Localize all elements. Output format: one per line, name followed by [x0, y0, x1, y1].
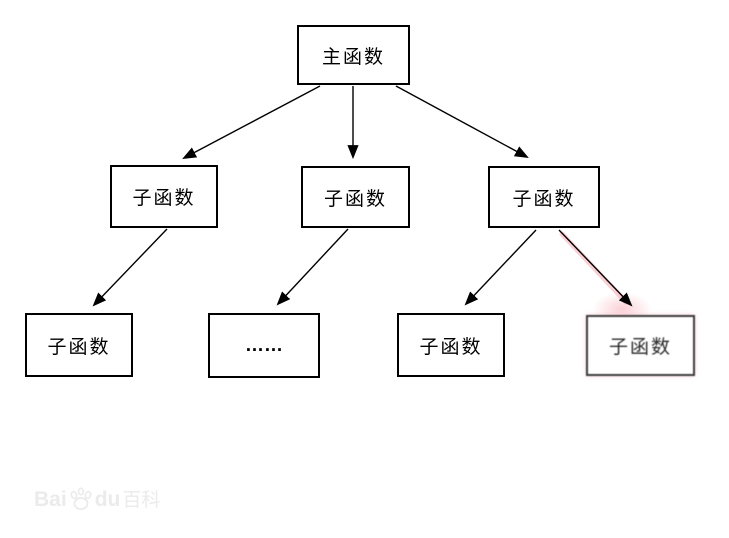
watermark-text-baike: 百科 [122, 490, 161, 511]
node-main-function: 主函数 [297, 25, 410, 85]
node-label: 主函数 [321, 46, 385, 68]
node-label: 子函数 [419, 336, 483, 358]
watermark-text-du: du [94, 488, 121, 511]
node-sub-function-2: 子函数 [301, 166, 410, 228]
node-leaf-sub-function-2: 子函数 [397, 313, 505, 377]
node-leaf-ellipsis: …… [208, 313, 320, 378]
arrow-sub1-to-leaf1 [92, 228, 168, 307]
arrow-root-to-sub3 [395, 85, 529, 159]
node-label: 子函数 [323, 188, 387, 210]
node-leaf-sub-function-1: 子函数 [25, 313, 133, 377]
watermark-text-bai: Bai [34, 488, 67, 511]
node-sub-function-3: 子函数 [488, 166, 600, 228]
baidu-baike-watermark: Bai du 百科 [34, 486, 160, 510]
node-sub-function-1: 子函数 [110, 165, 218, 228]
node-leaf-sub-function-3-degraded: 子函数 [586, 315, 695, 376]
node-label: 子函数 [132, 188, 196, 209]
node-label: 子函数 [47, 336, 111, 358]
node-label: 子函数 [608, 337, 672, 358]
node-label: …… [245, 334, 283, 356]
node-label: 子函数 [512, 188, 576, 210]
arrow-degradation-tint [559, 231, 629, 305]
arrow-sub3-to-leaf3 [464, 229, 537, 306]
arrow-sub2-to-leaf2 [276, 228, 349, 306]
arrow-root-to-sub1 [182, 85, 321, 159]
arrow-sub3-to-leaf4 [558, 229, 633, 307]
baidu-paw-icon [68, 486, 94, 512]
